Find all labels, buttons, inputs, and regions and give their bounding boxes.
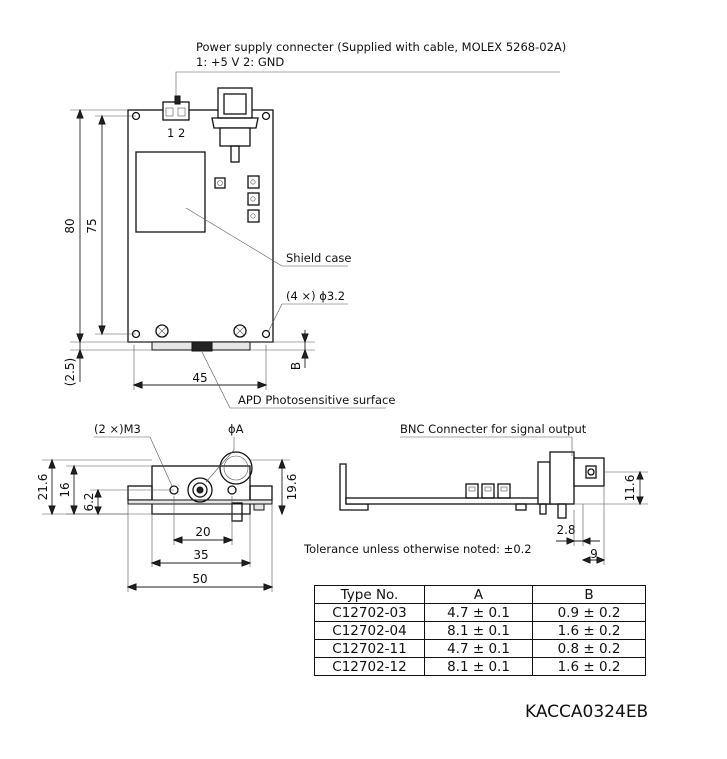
pcb-board-outline <box>127 109 274 343</box>
dim-width-35: 35 <box>193 548 208 562</box>
table-cell-a: 8.1 ± 0.1 <box>424 621 533 640</box>
table-row: C12702-03 4.7 ± 0.1 0.9 ± 0.2 <box>314 603 646 622</box>
table-cell-a: 4.7 ± 0.1 <box>424 603 533 622</box>
dim-offset-2-5: (2.5) <box>63 358 77 386</box>
front-view-leaders <box>94 436 235 487</box>
screw-holes-label: (2 ×)M3 <box>94 422 141 436</box>
phi-a-label: ϕA <box>228 422 244 436</box>
apd-surface-label: APD Photosensitive surface <box>238 393 395 407</box>
table-row: C12702-11 4.7 ± 0.1 0.8 ± 0.2 <box>314 639 646 658</box>
dim-width-2-8: 2.8 <box>556 523 575 537</box>
shield-case-shape <box>135 151 206 233</box>
table-cell-b: 0.8 ± 0.2 <box>532 639 646 658</box>
dim-width-45: 45 <box>192 371 207 385</box>
screw-left <box>155 324 169 338</box>
table-cell-type: C12702-03 <box>314 603 425 622</box>
mount-holes-label: (4 ×) ϕ3.2 <box>286 289 345 303</box>
dim-height-19-6: 19.6 <box>285 474 299 501</box>
table-cell-b: 1.6 ± 0.2 <box>532 621 646 640</box>
dim-height-21-6: 21.6 <box>36 474 50 501</box>
table-cell-a: 8.1 ± 0.1 <box>424 657 533 676</box>
dim-height-16: 16 <box>58 482 72 497</box>
bnc-connector-label: BNC Connecter for signal output <box>400 422 587 436</box>
table-cell-type: C12702-11 <box>314 639 425 658</box>
front-view <box>127 451 273 522</box>
mount-hole-top-right <box>261 111 271 121</box>
dim-b-label: B <box>289 362 303 370</box>
table-row: C12702-04 8.1 ± 0.1 1.6 ± 0.2 <box>314 621 646 640</box>
table-header-b: B <box>532 585 646 604</box>
top-view-leaders <box>175 71 560 409</box>
bnc-connector-top-shape <box>211 87 259 163</box>
dim-width-20: 20 <box>195 525 210 539</box>
table-row: C12702-12 8.1 ± 0.1 1.6 ± 0.2 <box>314 657 646 676</box>
dim-height-75: 75 <box>85 218 99 233</box>
table-header-row: Type No. A B <box>314 585 646 604</box>
apd-lens-shape <box>187 477 213 503</box>
dim-width-9: 9 <box>590 547 598 561</box>
front-view-dimensions <box>42 458 290 592</box>
table-cell-b: 0.9 ± 0.2 <box>532 603 646 622</box>
table-cell-a: 4.7 ± 0.1 <box>424 639 533 658</box>
screw-right <box>233 324 247 338</box>
table-header-a: A <box>424 585 533 604</box>
dim-height-11-6: 11.6 <box>623 475 637 502</box>
power-connector-pins-label: 1: +5 V 2: GND <box>196 55 284 69</box>
tolerance-note: Tolerance unless otherwise noted: ±0.2 <box>303 542 532 556</box>
side-view <box>339 451 605 519</box>
table-cell-b: 1.6 ± 0.2 <box>532 657 646 676</box>
type-spec-table: Type No. A B C12702-03 4.7 ± 0.1 0.9 ± 0… <box>314 585 646 676</box>
power-connector-label: Power supply connecter (Supplied with ca… <box>196 40 566 54</box>
bnc-leader <box>400 436 573 456</box>
dim-height-80: 80 <box>63 218 77 233</box>
dim-height-6-2: 6.2 <box>82 492 96 511</box>
top-view <box>127 87 274 352</box>
shield-case-label: Shield case <box>286 251 351 265</box>
table-cell-type: C12702-04 <box>314 621 425 640</box>
bnc-connector-side-shape <box>537 451 605 519</box>
top-view-dimensions <box>70 108 315 390</box>
pin-numbers-label: 1 2 <box>167 126 185 140</box>
mount-hole-bottom-right <box>261 329 271 339</box>
table-header-type: Type No. <box>314 585 425 604</box>
side-pcb-shape <box>345 497 557 505</box>
dim-width-50: 50 <box>192 572 207 586</box>
side-view-dimensions <box>556 470 648 565</box>
drawing-code: KACCA0324EB <box>525 702 649 722</box>
table-cell-type: C12702-12 <box>314 657 425 676</box>
